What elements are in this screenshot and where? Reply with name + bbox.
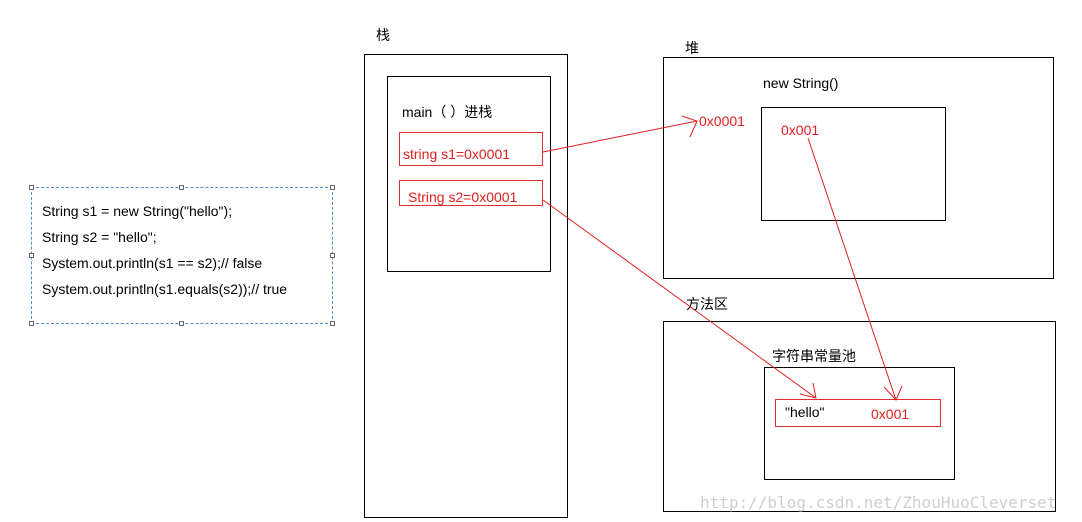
stack-var-s1-label: string s1=0x0001 xyxy=(403,146,511,162)
watermark: http://blog.csdn.net/ZhouHuoCleverset xyxy=(700,493,1057,512)
arrow-s2-to-pool xyxy=(542,199,817,399)
main-frame-label: main（ ）进栈 xyxy=(402,104,493,120)
heap-box xyxy=(663,57,1054,279)
selection-handle[interactable] xyxy=(330,321,335,326)
stack-title: 栈 xyxy=(376,27,390,43)
arrow-heap-to-pool xyxy=(807,137,897,401)
stack-var-s2 xyxy=(399,180,543,206)
selection-handle[interactable] xyxy=(29,321,34,326)
stack-var-s2-label: String s2=0x0001 xyxy=(408,189,518,205)
arrow-head-icon xyxy=(883,385,903,401)
code-line: System.out.println(s1.equals(s2));// tru… xyxy=(42,281,288,297)
selection-handle[interactable] xyxy=(179,185,184,190)
string-pool-box xyxy=(764,367,955,480)
code-line: String s2 = "hello"; xyxy=(42,229,157,245)
heap-object-box xyxy=(761,107,946,221)
code-line: String s1 = new String("hello"); xyxy=(42,203,233,219)
arrow-s1-to-heap xyxy=(542,120,698,153)
stack-var-s1 xyxy=(399,132,543,166)
code-line: System.out.println(s1 == s2);// false xyxy=(42,255,263,271)
string-pool-label: 字符串常量池 xyxy=(772,348,856,364)
selection-handle[interactable] xyxy=(179,321,184,326)
stack-box xyxy=(364,54,568,518)
string-pool-address: 0x001 xyxy=(871,406,910,422)
string-pool-entry xyxy=(775,399,941,427)
selection-handle[interactable] xyxy=(29,185,34,190)
heap-title: 堆 xyxy=(685,40,699,56)
arrow-head-icon xyxy=(799,382,817,399)
selection-handle[interactable] xyxy=(330,185,335,190)
method-area-box xyxy=(663,321,1056,512)
method-area-title: 方法区 xyxy=(686,296,728,312)
selection-handle[interactable] xyxy=(29,253,34,258)
heap-object-label: new String() xyxy=(763,75,839,91)
heap-address-outer: 0x0001 xyxy=(699,113,745,129)
selection-handle[interactable] xyxy=(330,253,335,258)
main-frame-box xyxy=(387,76,551,272)
arrow-head-icon xyxy=(681,115,698,138)
string-pool-value: "hello" xyxy=(785,404,825,420)
heap-address-inner: 0x001 xyxy=(781,122,820,138)
